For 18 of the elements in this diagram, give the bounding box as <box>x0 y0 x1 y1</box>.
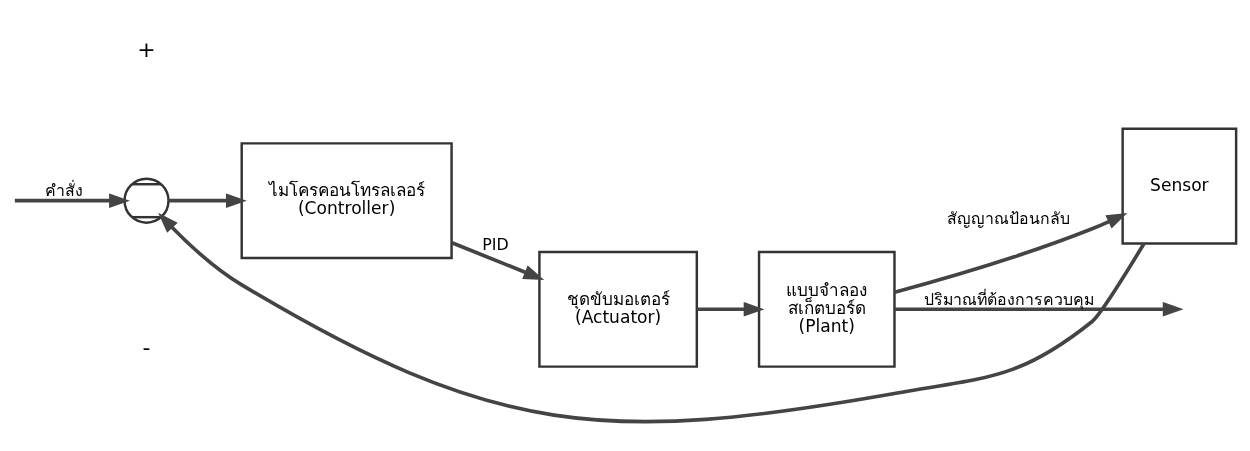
node-box: ชุดขับมอเตอร์ (Actuator) <box>538 250 699 368</box>
edge-label: PID <box>482 234 509 254</box>
edge-label: คำสั่ง <box>45 180 84 200</box>
node-circle <box>123 177 170 224</box>
node-box: แบบจำลอง สเก็ตบอร์ด (Plant) <box>757 250 896 368</box>
arrow <box>158 212 1146 423</box>
arrow <box>697 301 765 317</box>
label: + <box>137 36 156 62</box>
arrow <box>168 192 247 208</box>
label: - <box>142 334 151 360</box>
arrow <box>894 212 1128 294</box>
edge-label: สัญญาณป้อนกลับ <box>947 208 1071 228</box>
arrow <box>894 301 1184 317</box>
arrow <box>14 192 130 208</box>
node-box: ไมโครคอนโทรลเลอร์ (Controller) <box>240 141 453 259</box>
node-box: Sensor <box>1121 127 1238 245</box>
arrow <box>451 240 545 280</box>
edge-label: ปริมาณที่ต้องการควบคุม <box>923 289 1094 309</box>
